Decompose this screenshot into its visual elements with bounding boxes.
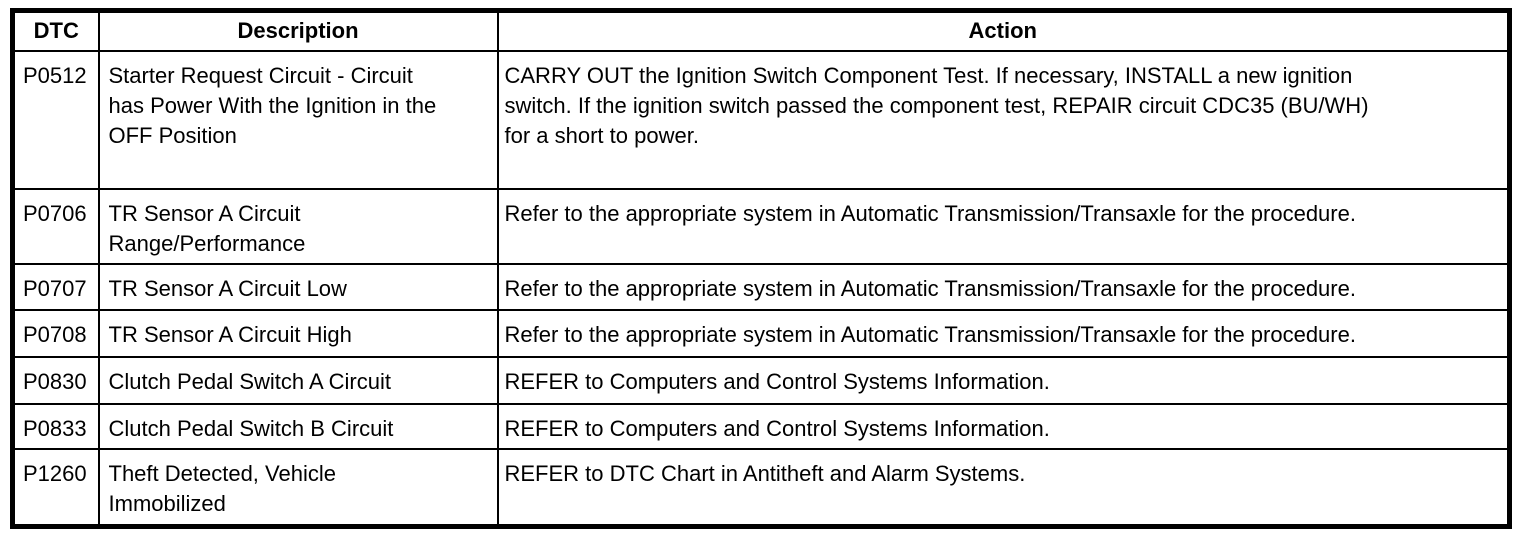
dtc-chart-page: DTC Description Action P0512 Starter Req… xyxy=(10,8,1512,529)
table-row: P0707 TR Sensor A Circuit Low Refer to t… xyxy=(11,262,1511,311)
col-header-dtc: DTC xyxy=(11,9,100,52)
table-row: P0706 TR Sensor A Circuit Range/Performa… xyxy=(11,187,1511,265)
dtc-code: P0512 xyxy=(11,49,100,190)
dtc-description: Clutch Pedal Switch A Circuit xyxy=(97,355,499,405)
dtc-action: CARRY OUT the Ignition Switch Component … xyxy=(496,49,1511,190)
dtc-description: TR Sensor A Circuit Low xyxy=(97,262,499,311)
dtc-code: P0830 xyxy=(11,355,100,405)
col-header-action: Action xyxy=(496,9,1511,52)
dtc-description: Starter Request Circuit - Circuit has Po… xyxy=(97,49,499,190)
dtc-description: TR Sensor A Circuit Range/Performance xyxy=(97,187,499,265)
col-header-description: Description xyxy=(97,9,499,52)
dtc-code: P0833 xyxy=(11,402,100,450)
table-row: P0708 TR Sensor A Circuit High Refer to … xyxy=(11,308,1511,358)
dtc-description: Theft Detected, Vehicle Immobilized xyxy=(97,447,499,528)
dtc-code: P0708 xyxy=(11,308,100,358)
table-row: P1260 Theft Detected, Vehicle Immobilize… xyxy=(11,447,1511,528)
dtc-table: DTC Description Action P0512 Starter Req… xyxy=(10,8,1512,529)
dtc-action: REFER to Computers and Control Systems I… xyxy=(496,355,1511,405)
dtc-description: TR Sensor A Circuit High xyxy=(97,308,499,358)
dtc-action: REFER to DTC Chart in Antitheft and Alar… xyxy=(496,447,1511,528)
table-row: P0833 Clutch Pedal Switch B Circuit REFE… xyxy=(11,402,1511,450)
dtc-action: Refer to the appropriate system in Autom… xyxy=(496,187,1511,265)
dtc-code: P1260 xyxy=(11,447,100,528)
dtc-action: Refer to the appropriate system in Autom… xyxy=(496,262,1511,311)
dtc-action: Refer to the appropriate system in Autom… xyxy=(496,308,1511,358)
table-row: P0512 Starter Request Circuit - Circuit … xyxy=(11,49,1511,190)
dtc-action: REFER to Computers and Control Systems I… xyxy=(496,402,1511,450)
header-row: DTC Description Action xyxy=(11,9,1511,52)
dtc-code: P0707 xyxy=(11,262,100,311)
table-row: P0830 Clutch Pedal Switch A Circuit REFE… xyxy=(11,355,1511,405)
dtc-description: Clutch Pedal Switch B Circuit xyxy=(97,402,499,450)
dtc-code: P0706 xyxy=(11,187,100,265)
